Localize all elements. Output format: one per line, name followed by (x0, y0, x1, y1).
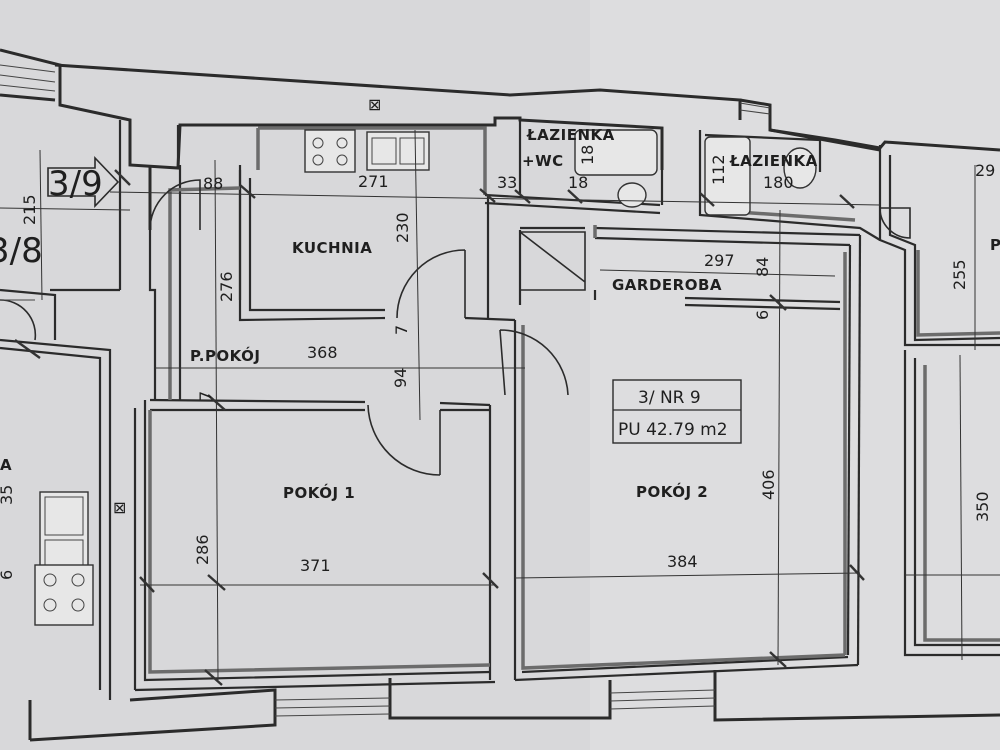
room-lazienka-wc: ŁAZIENKA (526, 126, 615, 144)
washbasin-icon (783, 147, 817, 189)
dim-18-horizontal: 18 (568, 173, 588, 192)
room-pokoj-1: POKÓJ 1 (283, 483, 355, 502)
unit-area: PU 42.79 m2 (618, 420, 728, 440)
dim-371: 371 (300, 556, 331, 575)
room-garderoba: GARDEROBA (612, 276, 722, 294)
shaft-left-icon: ⊠ (113, 498, 126, 517)
dim-29: 29 (975, 161, 995, 180)
paper-fold (590, 0, 1000, 750)
dim-271: 271 (358, 172, 389, 191)
toilet-icon (617, 182, 647, 208)
dim-406: 406 (759, 469, 778, 500)
left-stove-icon (34, 564, 94, 626)
bathtub-icon (574, 129, 658, 176)
room-labels: KUCHNIA ŁAZIENKA +WC ŁAZIENKA GARDEROBA … (0, 126, 1000, 502)
dim-384: 384 (667, 552, 698, 571)
shaft-symbols: ⊠ ⊠ (113, 95, 381, 517)
room-pokoj-2: POKÓJ 2 (636, 482, 708, 501)
dim-350: 350 (973, 491, 992, 522)
left-walls (0, 120, 122, 700)
dim-33: 33 (497, 173, 517, 192)
shower-icon (704, 136, 751, 216)
dim-88: 88 (203, 174, 223, 193)
unit-3-9-label: 3/9 (48, 164, 103, 204)
dim-6: 6 (753, 310, 772, 320)
unit-info-box: 3/ NR 9 PU 42.79 m2 (612, 379, 742, 444)
dim-7-lower: 7 (196, 391, 215, 401)
dim-215: 215 (20, 194, 39, 225)
unit-3-8-label: 3/8 (0, 231, 43, 271)
room-right-fragment: P (990, 236, 1000, 254)
dim-7-upper: 7 (392, 325, 411, 335)
dim-255: 255 (950, 259, 969, 290)
dimension-labels: 88 215 271 33 18 18 112 180 29 230 276 2… (0, 145, 995, 580)
dim-180: 180 (763, 173, 794, 192)
room-kuchnia: KUCHNIA (292, 239, 372, 257)
dim-276: 276 (217, 271, 236, 302)
dim-94: 94 (391, 368, 410, 388)
room-left-fragment: A (0, 456, 12, 474)
unit-number: 3/ NR 9 (638, 388, 701, 408)
dim-297: 297 (704, 251, 735, 270)
dimension-lines (0, 129, 1000, 686)
shaft-top-icon: ⊠ (368, 95, 381, 114)
dim-112: 112 (709, 154, 728, 185)
dim-6-left: 6 (0, 570, 16, 580)
dim-230: 230 (393, 212, 412, 243)
room-lazienka: ŁAZIENKA (729, 152, 818, 170)
room-wc: +WC (522, 152, 564, 170)
dim-18-vertical: 18 (578, 145, 597, 165)
unit-labels: 3/9 3/8 (0, 156, 120, 271)
dim-84: 84 (753, 257, 772, 277)
dim-286: 286 (193, 534, 212, 565)
stove-icon (304, 129, 356, 173)
outer-walls (0, 48, 1000, 742)
dim-368: 368 (307, 343, 338, 362)
fixtures (34, 129, 817, 626)
dim-35-left: 35 (0, 485, 16, 505)
room-p-pokoj: P.POKÓJ (190, 346, 260, 365)
